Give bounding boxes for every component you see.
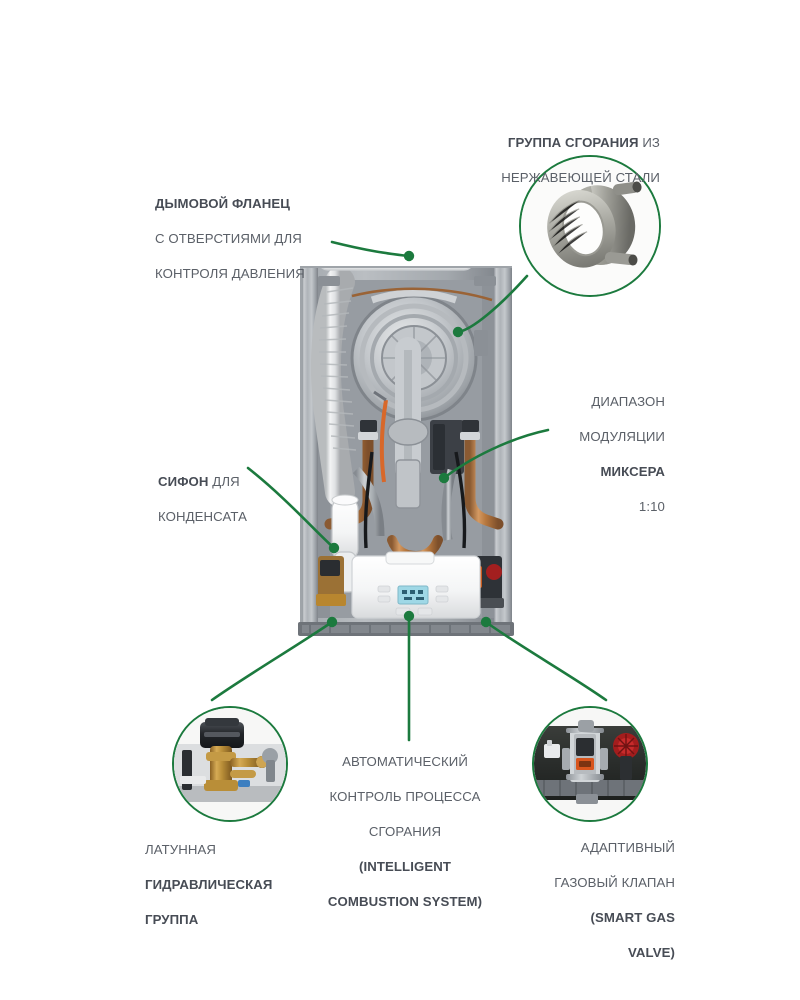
callout-intelligent-combustion-system: АВТОМАТИЧЕСКИЙ КОНТРОЛЬ ПРОЦЕССА СГОРАНИ… (305, 736, 505, 928)
callout-mixer-range-value: 1:10 (638, 498, 665, 514)
callout-hydraulic-group-bold-line1: ГИДРАВЛИЧЕСКАЯ (145, 877, 273, 893)
inset-photo-heat-exchanger (519, 155, 661, 297)
callout-siphon: СИФОН ДЛЯ КОНДЕНСАТА (158, 438, 323, 543)
gas-mixer (387, 337, 429, 509)
leader-dots (326, 250, 492, 628)
leader-mixer-range (442, 428, 550, 480)
leader-dot-hydraulic-group (326, 616, 338, 628)
leader-dot-combustion-group (452, 326, 464, 338)
callout-combustion-group-bold: ГРУППА СГОРАНИЯ (507, 134, 639, 150)
callout-siphon-regular: ДЛЯ (208, 473, 240, 489)
callout-flue-flange-line3: КОНТРОЛЯ ДАВЛЕНИЯ (155, 266, 305, 282)
callout-hydraulic-group: ЛАТУННАЯ ГИДРАВЛИЧЕСКАЯ ГРУППА (145, 824, 310, 946)
callout-gas-valve-line1: АДАПТИВНЫЙ (580, 840, 675, 856)
callout-ics-bold-line1: (INTELLIGENT (358, 858, 452, 874)
callout-mixer-range: ДИАПАЗОН МОДУЛЯЦИИ МИКСЕРА 1:10 (525, 376, 665, 533)
callout-combustion-group-regular: ИЗ (638, 134, 660, 150)
inset-photo-hydraulic-group (172, 706, 288, 822)
callout-combustion-group-line1: ГРУППА СГОРАНИЯ ИЗ (455, 116, 660, 151)
callout-gas-valve: АДАПТИВНЫЙ ГАЗОВЫЙ КЛАПАН (SMART GAS VAL… (515, 822, 675, 979)
callout-ics-line2: КОНТРОЛЬ ПРОЦЕССА (329, 789, 481, 805)
leader-dot-mixer-range (438, 472, 450, 484)
hydraulic-group-photo (174, 708, 286, 820)
callout-gas-valve-bold-line2: VALVE) (628, 944, 675, 960)
callout-flue-flange: ДЫМОВОЙ ФЛАНЕЦ С ОТВЕРСТИЯМИ ДЛЯ КОНТРОЛ… (155, 178, 345, 300)
gas-valve-photo (534, 708, 646, 820)
callout-hydraulic-group-bold-line2: ГРУППА (145, 912, 199, 928)
callout-combustion-group: ГРУППА СГОРАНИЯ ИЗ НЕРЖАВЕЮЩЕЙ СТАЛИ (455, 99, 660, 204)
leader-hydraulic-group (210, 620, 334, 702)
callout-ics-line3: СГОРАНИЯ (368, 824, 442, 840)
callout-ics-bold-line2: COMBUSTION SYSTEM) (327, 893, 483, 909)
leader-dot-ics (403, 610, 415, 622)
callout-mixer-range-bold: МИКСЕРА (600, 464, 665, 480)
hydraulic-group-inbody (316, 556, 346, 606)
callout-siphon-line2: КОНДЕНСАТА (158, 508, 247, 524)
callout-ics-line1: АВТОМАТИЧЕСКИЙ (342, 754, 468, 770)
leader-dot-flue-flange (403, 250, 415, 262)
callout-mixer-range-line2: МОДУЛЯЦИИ (579, 429, 665, 445)
callout-siphon-bold: СИФОН (158, 473, 209, 489)
callout-flue-flange-bold: ДЫМОВОЙ ФЛАНЕЦ (155, 196, 291, 212)
leader-dot-gas-valve (480, 616, 492, 628)
leader-lines (210, 240, 608, 742)
callout-gas-valve-bold-line1: (SMART GAS (590, 910, 675, 926)
heat-exchanger-photo (521, 157, 659, 295)
leader-gas-valve (484, 620, 608, 702)
leader-siphon (246, 466, 336, 550)
flue-flange (321, 268, 471, 271)
leader-dot-siphon (328, 542, 340, 554)
callout-mixer-range-line1: ДИАПАЗОН (591, 394, 665, 410)
air-intake-hose (310, 268, 357, 507)
leader-flue-flange (330, 240, 410, 258)
control-unit (351, 551, 481, 619)
inset-photo-gas-valve (532, 706, 648, 822)
callout-hydraulic-group-line1: ЛАТУННАЯ (145, 842, 217, 858)
callout-flue-flange-line2: С ОТВЕРСТИЯМИ ДЛЯ (155, 231, 302, 247)
callout-gas-valve-line2: ГАЗОВЫЙ КЛАПАН (554, 875, 675, 891)
callout-combustion-group-line2: НЕРЖАВЕЮЩЕЙ СТАЛИ (501, 169, 660, 185)
